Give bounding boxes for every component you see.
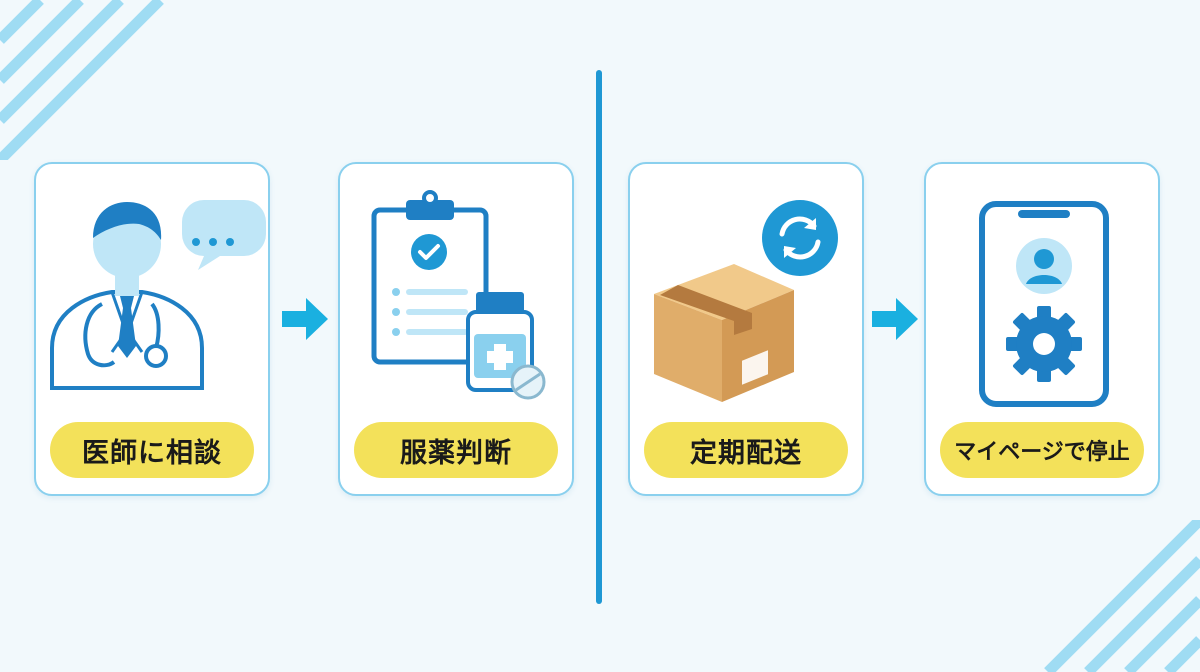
clipboard-medicine-icon xyxy=(371,190,546,400)
smartphone-settings-icon xyxy=(979,201,1109,407)
bottom-right-stripes xyxy=(1044,520,1200,672)
arrow-right-icon xyxy=(282,298,328,340)
step-label-prescription: 服薬判断 xyxy=(354,422,558,478)
top-left-stripes xyxy=(0,0,164,160)
step-label-delivery: 定期配送 xyxy=(644,422,848,478)
doctor-icon xyxy=(50,200,266,390)
step-card-prescription: 服薬判断 xyxy=(338,162,574,496)
step-label-stop: マイページで停止 xyxy=(940,422,1144,478)
step-card-consult: 医師に相談 xyxy=(34,162,270,496)
step-card-delivery: 定期配送 xyxy=(628,162,864,496)
step-card-stop: マイページで停止 xyxy=(924,162,1160,496)
arrow-right-icon xyxy=(872,298,918,340)
package-repeat-icon xyxy=(654,200,838,402)
step-label-consult: 医師に相談 xyxy=(50,422,254,478)
section-divider xyxy=(596,70,602,604)
